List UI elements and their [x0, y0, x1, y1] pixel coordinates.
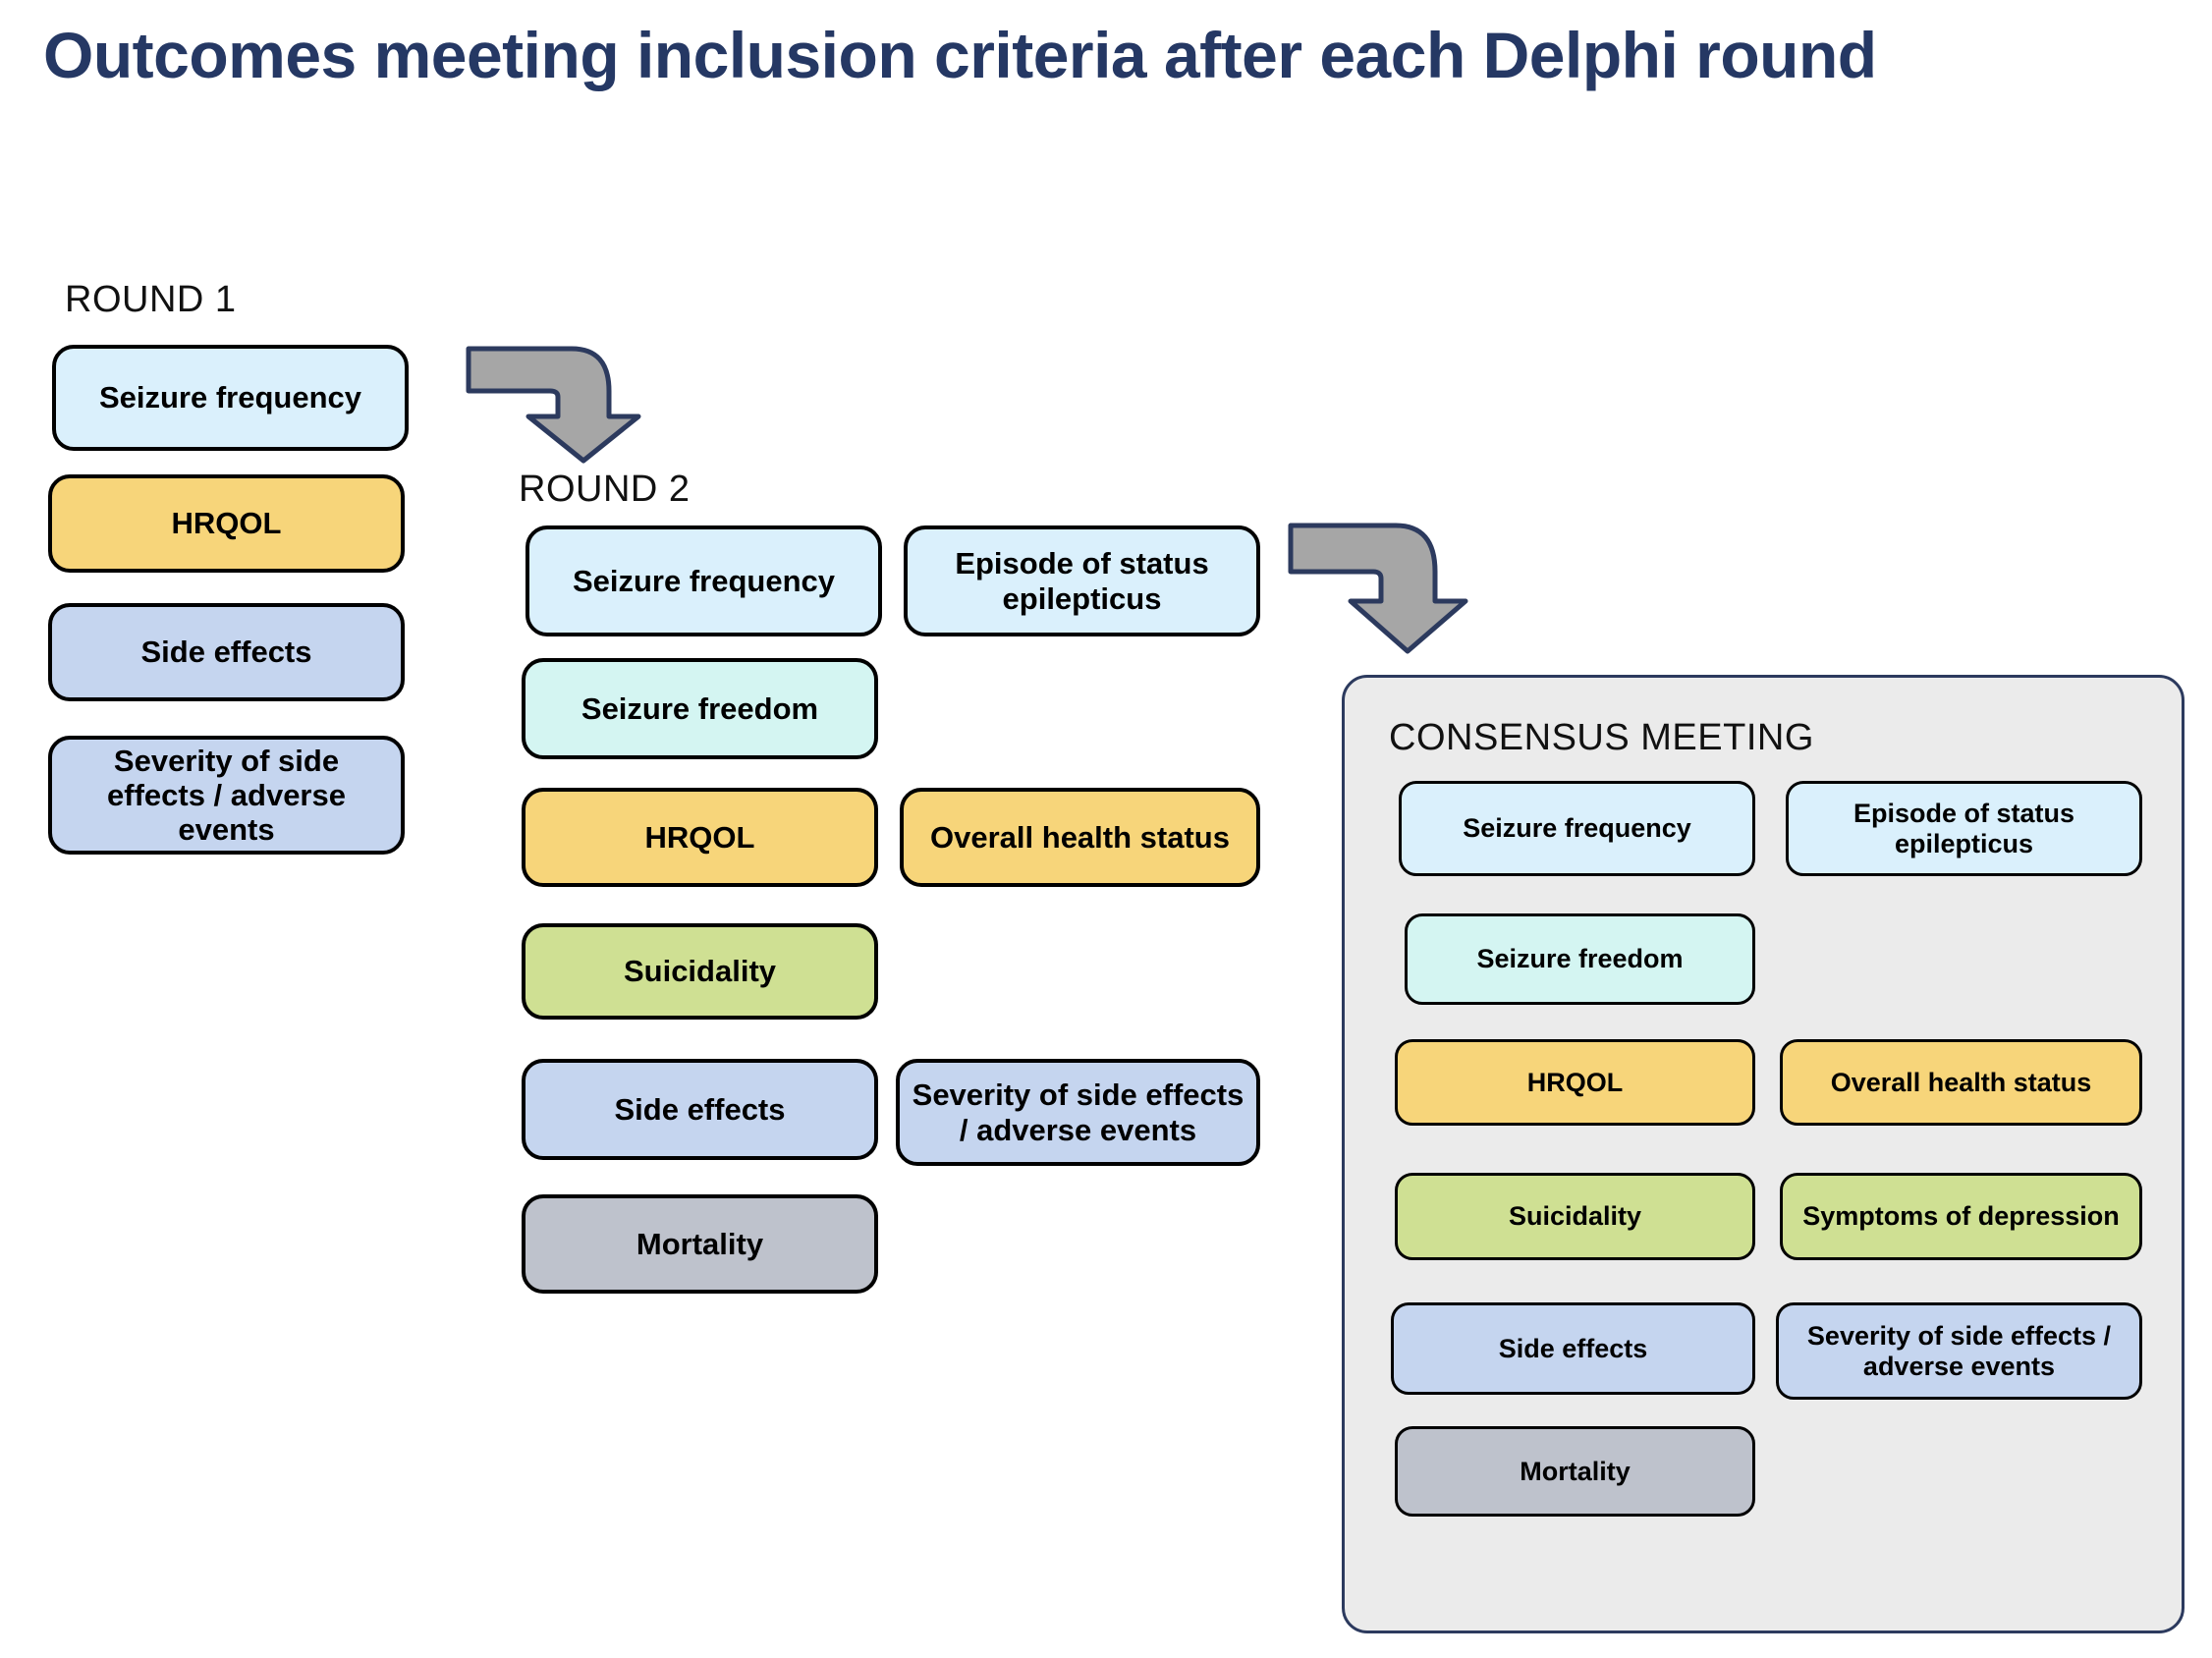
consensus-box-seizure-frequency: Seizure frequency	[1399, 781, 1755, 876]
round2-to-consensus-arrow	[1288, 523, 1469, 655]
consensus-box-hrqol: HRQOL	[1395, 1039, 1755, 1126]
round2-box-episode-of-status-epilepticus: Episode of status epilepticus	[904, 525, 1260, 636]
round1-box-severity-of-side-effects: Severity of side effects / adverse event…	[48, 736, 405, 855]
round2-box-severity-of-side-effects: Severity of side effects / adverse event…	[896, 1059, 1260, 1166]
round1-box-side-effects: Side effects	[48, 603, 405, 701]
round2-box-side-effects: Side effects	[522, 1059, 878, 1160]
consensus-box-severity-of-side-effects: Severity of side effects / adverse event…	[1776, 1302, 2142, 1400]
round-2-label: ROUND 2	[519, 469, 691, 510]
round-1-label: ROUND 1	[65, 279, 237, 320]
consensus-box-overall-health-status: Overall health status	[1780, 1039, 2142, 1126]
round2-box-mortality: Mortality	[522, 1194, 878, 1294]
round2-box-overall-health-status: Overall health status	[900, 788, 1260, 887]
round2-box-seizure-frequency: Seizure frequency	[525, 525, 882, 636]
consensus-meeting-label: CONSENSUS MEETING	[1389, 717, 1814, 758]
consensus-box-side-effects: Side effects	[1391, 1302, 1755, 1395]
round2-box-suicidality: Suicidality	[522, 923, 878, 1020]
consensus-box-symptoms-of-depression: Symptoms of depression	[1780, 1173, 2142, 1260]
consensus-box-episode-of-status-epilepticus: Episode of status epilepticus	[1786, 781, 2142, 876]
consensus-box-suicidality: Suicidality	[1395, 1173, 1755, 1260]
round2-box-hrqol: HRQOL	[522, 788, 878, 887]
consensus-box-seizure-freedom: Seizure freedom	[1405, 913, 1755, 1005]
round1-box-hrqol: HRQOL	[48, 474, 405, 573]
round1-box-seizure-frequency: Seizure frequency	[52, 345, 409, 451]
consensus-box-mortality: Mortality	[1395, 1426, 1755, 1517]
round2-box-seizure-freedom: Seizure freedom	[522, 658, 878, 759]
round1-to-round2-arrow	[466, 346, 642, 464]
page-title: Outcomes meeting inclusion criteria afte…	[43, 19, 1877, 91]
